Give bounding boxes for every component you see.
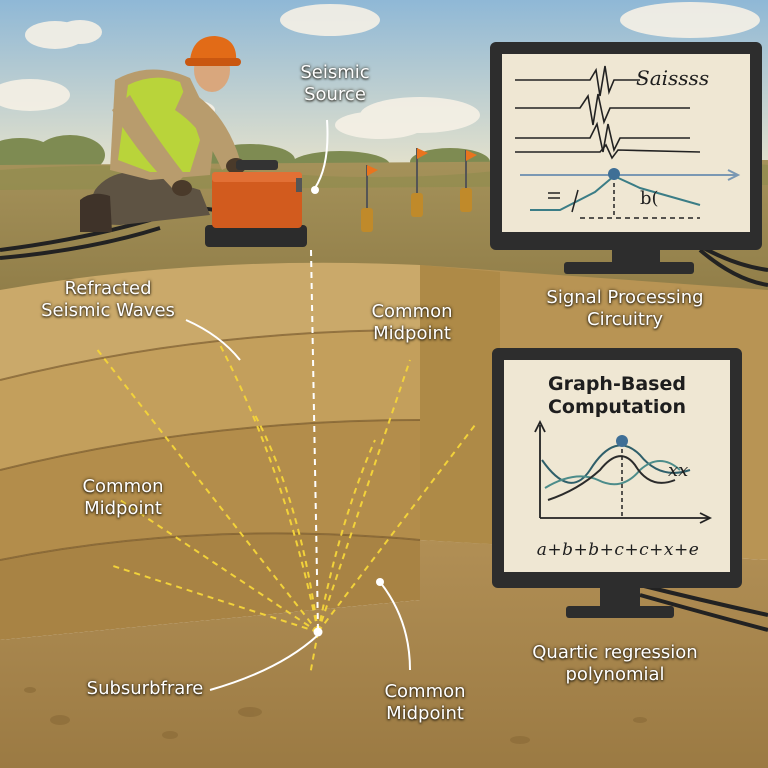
label-line: Refracted — [64, 278, 152, 299]
label-line: Midpoint — [386, 703, 464, 724]
monitor — [490, 42, 762, 274]
label-common-midpoint-top: Common Midpoint — [362, 301, 462, 345]
label-line: Source — [304, 84, 366, 105]
leader-dot — [376, 578, 384, 586]
label-line: Quartic regression — [532, 642, 698, 663]
floor-pebbles — [24, 687, 647, 744]
label-line: Midpoint — [373, 323, 451, 344]
seismic-source-box — [205, 160, 307, 247]
graph-curve-label: xx — [668, 460, 689, 481]
wave-rays — [95, 344, 476, 676]
soil-layer-top — [0, 262, 420, 380]
leader-lines — [185, 119, 411, 691]
label-line: Common — [384, 681, 466, 702]
label-seismic-source: Seismic Source — [290, 62, 380, 106]
trench-floor — [0, 540, 768, 768]
hardhat-icon — [185, 36, 241, 66]
survey-flag — [460, 150, 477, 212]
label-line: Circuitry — [587, 309, 663, 330]
survey-flag — [361, 165, 378, 232]
label-line: Seismic — [300, 62, 370, 83]
label-quartic-regression: Quartic regression polynomial — [505, 642, 725, 686]
graph-title-line: Computation — [547, 396, 686, 418]
soil-layer-bottom — [0, 420, 420, 560]
label-line: Subsurbfrare — [86, 678, 204, 699]
graph-equation: a+b+b+c+c+x+e — [536, 540, 700, 560]
label-line: Common — [82, 476, 164, 497]
soil-boundaries — [0, 329, 421, 561]
label-signal-processing: Signal Processing Circuitry — [525, 287, 725, 331]
label-subsurface: Subsurbfrare — [70, 678, 220, 700]
graph-curves — [541, 442, 691, 518]
label-common-midpoint-left: Common Midpoint — [68, 476, 178, 520]
seismogram-traces — [515, 65, 701, 160]
label-line: Signal Processing — [546, 287, 704, 308]
survey-flag — [411, 148, 428, 217]
midpoint-dot — [313, 627, 323, 637]
graph-title: Graph-Based Computation — [508, 373, 726, 419]
soil-layer-middle — [0, 330, 420, 470]
graph-highlight-point — [616, 435, 628, 447]
signal-plot — [520, 168, 741, 219]
graph-title-line: Graph-Based — [548, 373, 686, 395]
label-line: Common — [371, 301, 453, 322]
trench-side-wall-shade — [420, 265, 500, 545]
graph-axes — [534, 419, 713, 524]
label-refracted-waves: Refracted Seismic Waves — [28, 278, 188, 322]
signal-tick-label: b( — [640, 188, 659, 209]
seismogram-scribble: Saissss — [636, 66, 710, 90]
soil-layer-base — [0, 533, 420, 640]
leader-dot — [311, 186, 319, 194]
label-common-midpoint-bottom: Common Midpoint — [370, 681, 480, 725]
label-line: Midpoint — [84, 498, 162, 519]
source-vertical-line — [310, 249, 319, 631]
monitor — [492, 348, 742, 618]
label-line: Seismic Waves — [41, 300, 175, 321]
label-line: polynomial — [565, 664, 665, 685]
worker — [80, 48, 246, 232]
